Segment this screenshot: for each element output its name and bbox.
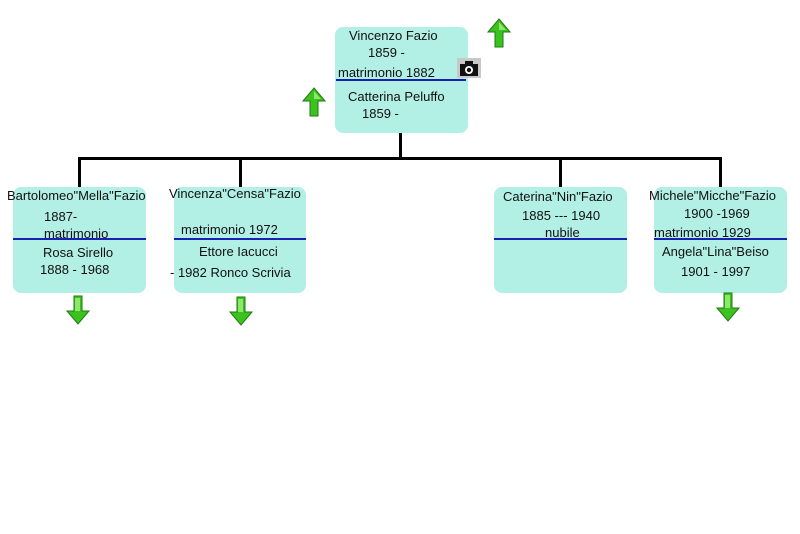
root-separator [336,79,466,81]
child-1-separator [13,238,146,240]
child-box-4[interactable] [654,187,787,293]
child-1-name: Bartolomeo"Mella"Fazio [7,188,146,203]
child-1-dates: 1887- [44,209,78,224]
root-husband-dates: 1859 - [368,45,405,60]
camera-icon[interactable] [457,58,481,78]
child-2-separator [174,238,306,240]
child-box-1[interactable] [13,187,146,293]
child-4-separator [654,238,787,240]
child-4-marriage: matrimonio 1929 [654,225,751,240]
root-wife-dates: 1859 - [362,106,399,121]
green-down-arrow-icon[interactable] [228,296,254,326]
child-connector-2 [239,157,242,187]
child-1-marriage: matrimonio [44,226,109,241]
child-3-marriage: nubile [545,225,580,240]
child-connector-3 [559,157,562,187]
child-2-name: Vincenza"Censa"Fazio [169,186,301,201]
child-3-separator [494,238,627,240]
root-connector-vertical [399,131,402,159]
child-box-2[interactable] [174,187,306,293]
children-connector-horizontal [78,157,722,160]
child-connector-4 [719,157,722,187]
green-up-arrow-icon[interactable] [486,18,512,48]
child-1-spouse-dates: 1888 - 1968 [40,262,110,277]
root-marriage: matrimonio 1882 [338,65,435,80]
child-box-3[interactable] [494,187,627,293]
child-4-spouse-name: Angela"Lina"Beiso [662,244,769,259]
child-1-spouse-name: Rosa Sirello [43,245,114,260]
child-3-dates: 1885 --- 1940 [522,208,601,223]
child-connector-1 [78,157,81,187]
root-wife-name: Catterina Peluffo [348,89,445,104]
child-4-dates: 1900 -1969 [684,206,750,221]
root-husband-name: Vincenzo Fazio [349,28,438,43]
child-4-name: Michele"Micche"Fazio [649,188,776,203]
green-down-arrow-icon[interactable] [65,295,91,325]
child-2-spouse-dates: - 1982 Ronco Scrivia [170,265,291,280]
child-3-name: Caterina"Nin"Fazio [503,189,613,204]
child-2-marriage: matrimonio 1972 [181,222,278,237]
green-down-arrow-icon[interactable] [715,292,741,322]
child-2-spouse-name: Ettore Iacucci [199,244,278,259]
green-up-arrow-icon[interactable] [301,87,327,117]
child-4-spouse-dates: 1901 - 1997 [681,264,751,279]
